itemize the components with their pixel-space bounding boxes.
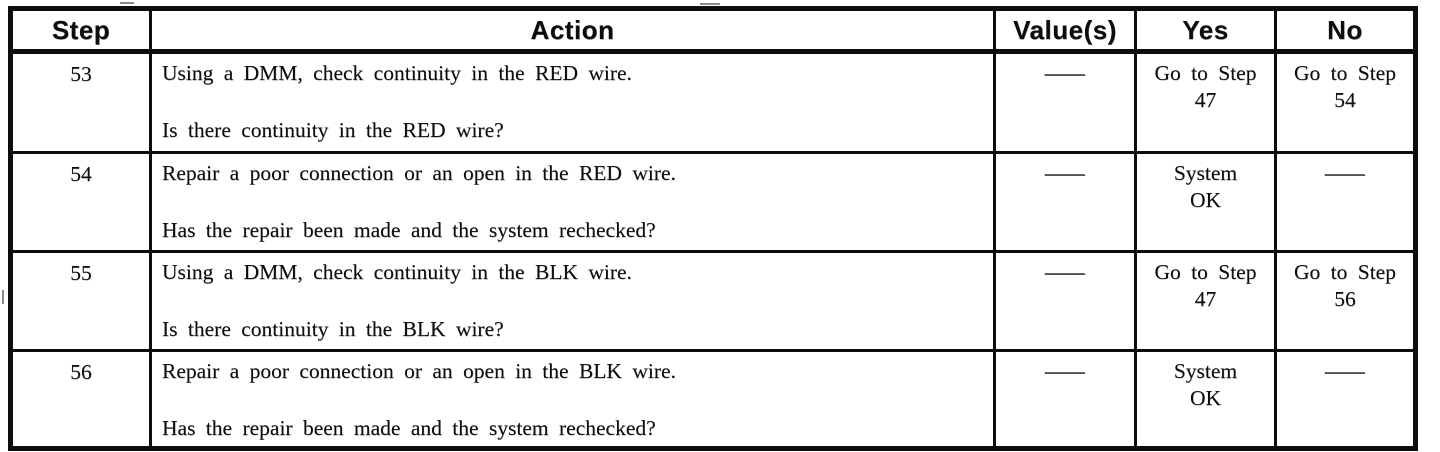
no-cell: Go to Step 56 xyxy=(1274,250,1417,352)
table-row: 54 Repair a poor connection or an open i… xyxy=(9,151,1417,253)
values-text: — xyxy=(1045,159,1085,187)
yes-text-line2: OK xyxy=(1189,188,1222,212)
no-text-line2: 56 xyxy=(1334,287,1356,311)
yes-cell: System OK xyxy=(1134,151,1277,253)
values-cell: — xyxy=(993,50,1137,154)
table-row: 55 Using a DMM, check continuity in the … xyxy=(9,250,1417,352)
yes-text-line2: OK xyxy=(1189,386,1222,410)
action-question: Has the repair been made and the system … xyxy=(162,218,656,242)
no-cell: Go to Step 54 xyxy=(1274,50,1417,154)
yes-cell: Go to Step 47 xyxy=(1134,250,1277,352)
step-cell: 55 xyxy=(9,250,152,352)
action-question: Is there continuity in the RED wire? xyxy=(162,118,504,142)
scan-speck xyxy=(120,2,134,4)
yes-text-line1: Go to Step xyxy=(1154,260,1257,284)
values-text: — xyxy=(1045,357,1085,385)
no-text-line1: — xyxy=(1325,159,1365,187)
action-cell: Repair a poor connection or an open in t… xyxy=(149,151,996,253)
values-cell: — xyxy=(993,349,1137,450)
col-header-step: Step xyxy=(9,7,152,54)
yes-text-line1: System xyxy=(1173,359,1238,383)
values-cell: — xyxy=(993,250,1137,352)
values-cell: — xyxy=(993,151,1137,253)
yes-text-line2: 47 xyxy=(1194,287,1217,311)
table-row: 53 Using a DMM, check continuity in the … xyxy=(9,50,1417,154)
action-instruction: Using a DMM, check continuity in the BLK… xyxy=(162,260,632,284)
yes-cell: System OK xyxy=(1134,349,1277,450)
yes-text-line1: System xyxy=(1173,161,1238,185)
action-question: Is there continuity in the BLK wire? xyxy=(162,317,504,341)
step-cell: 54 xyxy=(9,151,152,253)
step-cell: 53 xyxy=(9,50,152,154)
diagnostic-table: Step Action Value(s) Yes No 53 Using a D… xyxy=(8,6,1418,451)
col-header-action: Action xyxy=(149,7,996,54)
no-cell: — xyxy=(1274,151,1417,253)
action-question: Has the repair been made and the system … xyxy=(162,416,656,440)
no-text-line1: — xyxy=(1325,357,1365,385)
action-instruction: Using a DMM, check continuity in the RED… xyxy=(162,61,632,85)
table-row: 56 Repair a poor connection or an open i… xyxy=(9,349,1417,450)
yes-text-line1: Go to Step xyxy=(1154,61,1257,85)
action-instruction: Repair a poor connection or an open in t… xyxy=(162,359,676,383)
no-cell: — xyxy=(1274,349,1417,450)
values-text: — xyxy=(1045,258,1085,286)
no-text-line2: 54 xyxy=(1334,88,1356,112)
values-text: — xyxy=(1045,59,1085,87)
action-cell: Repair a poor connection or an open in t… xyxy=(149,349,996,450)
scan-speck xyxy=(700,3,720,5)
col-header-yes: Yes xyxy=(1134,7,1277,54)
header-row: Step Action Value(s) Yes No xyxy=(9,7,1417,54)
yes-text-line2: 47 xyxy=(1194,88,1217,112)
no-text-line1: Go to Step xyxy=(1294,61,1396,85)
scan-speck xyxy=(2,290,4,304)
action-instruction: Repair a poor connection or an open in t… xyxy=(162,161,676,185)
action-cell: Using a DMM, check continuity in the RED… xyxy=(149,50,996,154)
step-cell: 56 xyxy=(9,349,152,450)
col-header-no: No xyxy=(1274,7,1417,54)
no-text-line1: Go to Step xyxy=(1294,260,1396,284)
col-header-values: Value(s) xyxy=(993,7,1137,54)
yes-cell: Go to Step 47 xyxy=(1134,50,1277,154)
action-cell: Using a DMM, check continuity in the BLK… xyxy=(149,250,996,352)
